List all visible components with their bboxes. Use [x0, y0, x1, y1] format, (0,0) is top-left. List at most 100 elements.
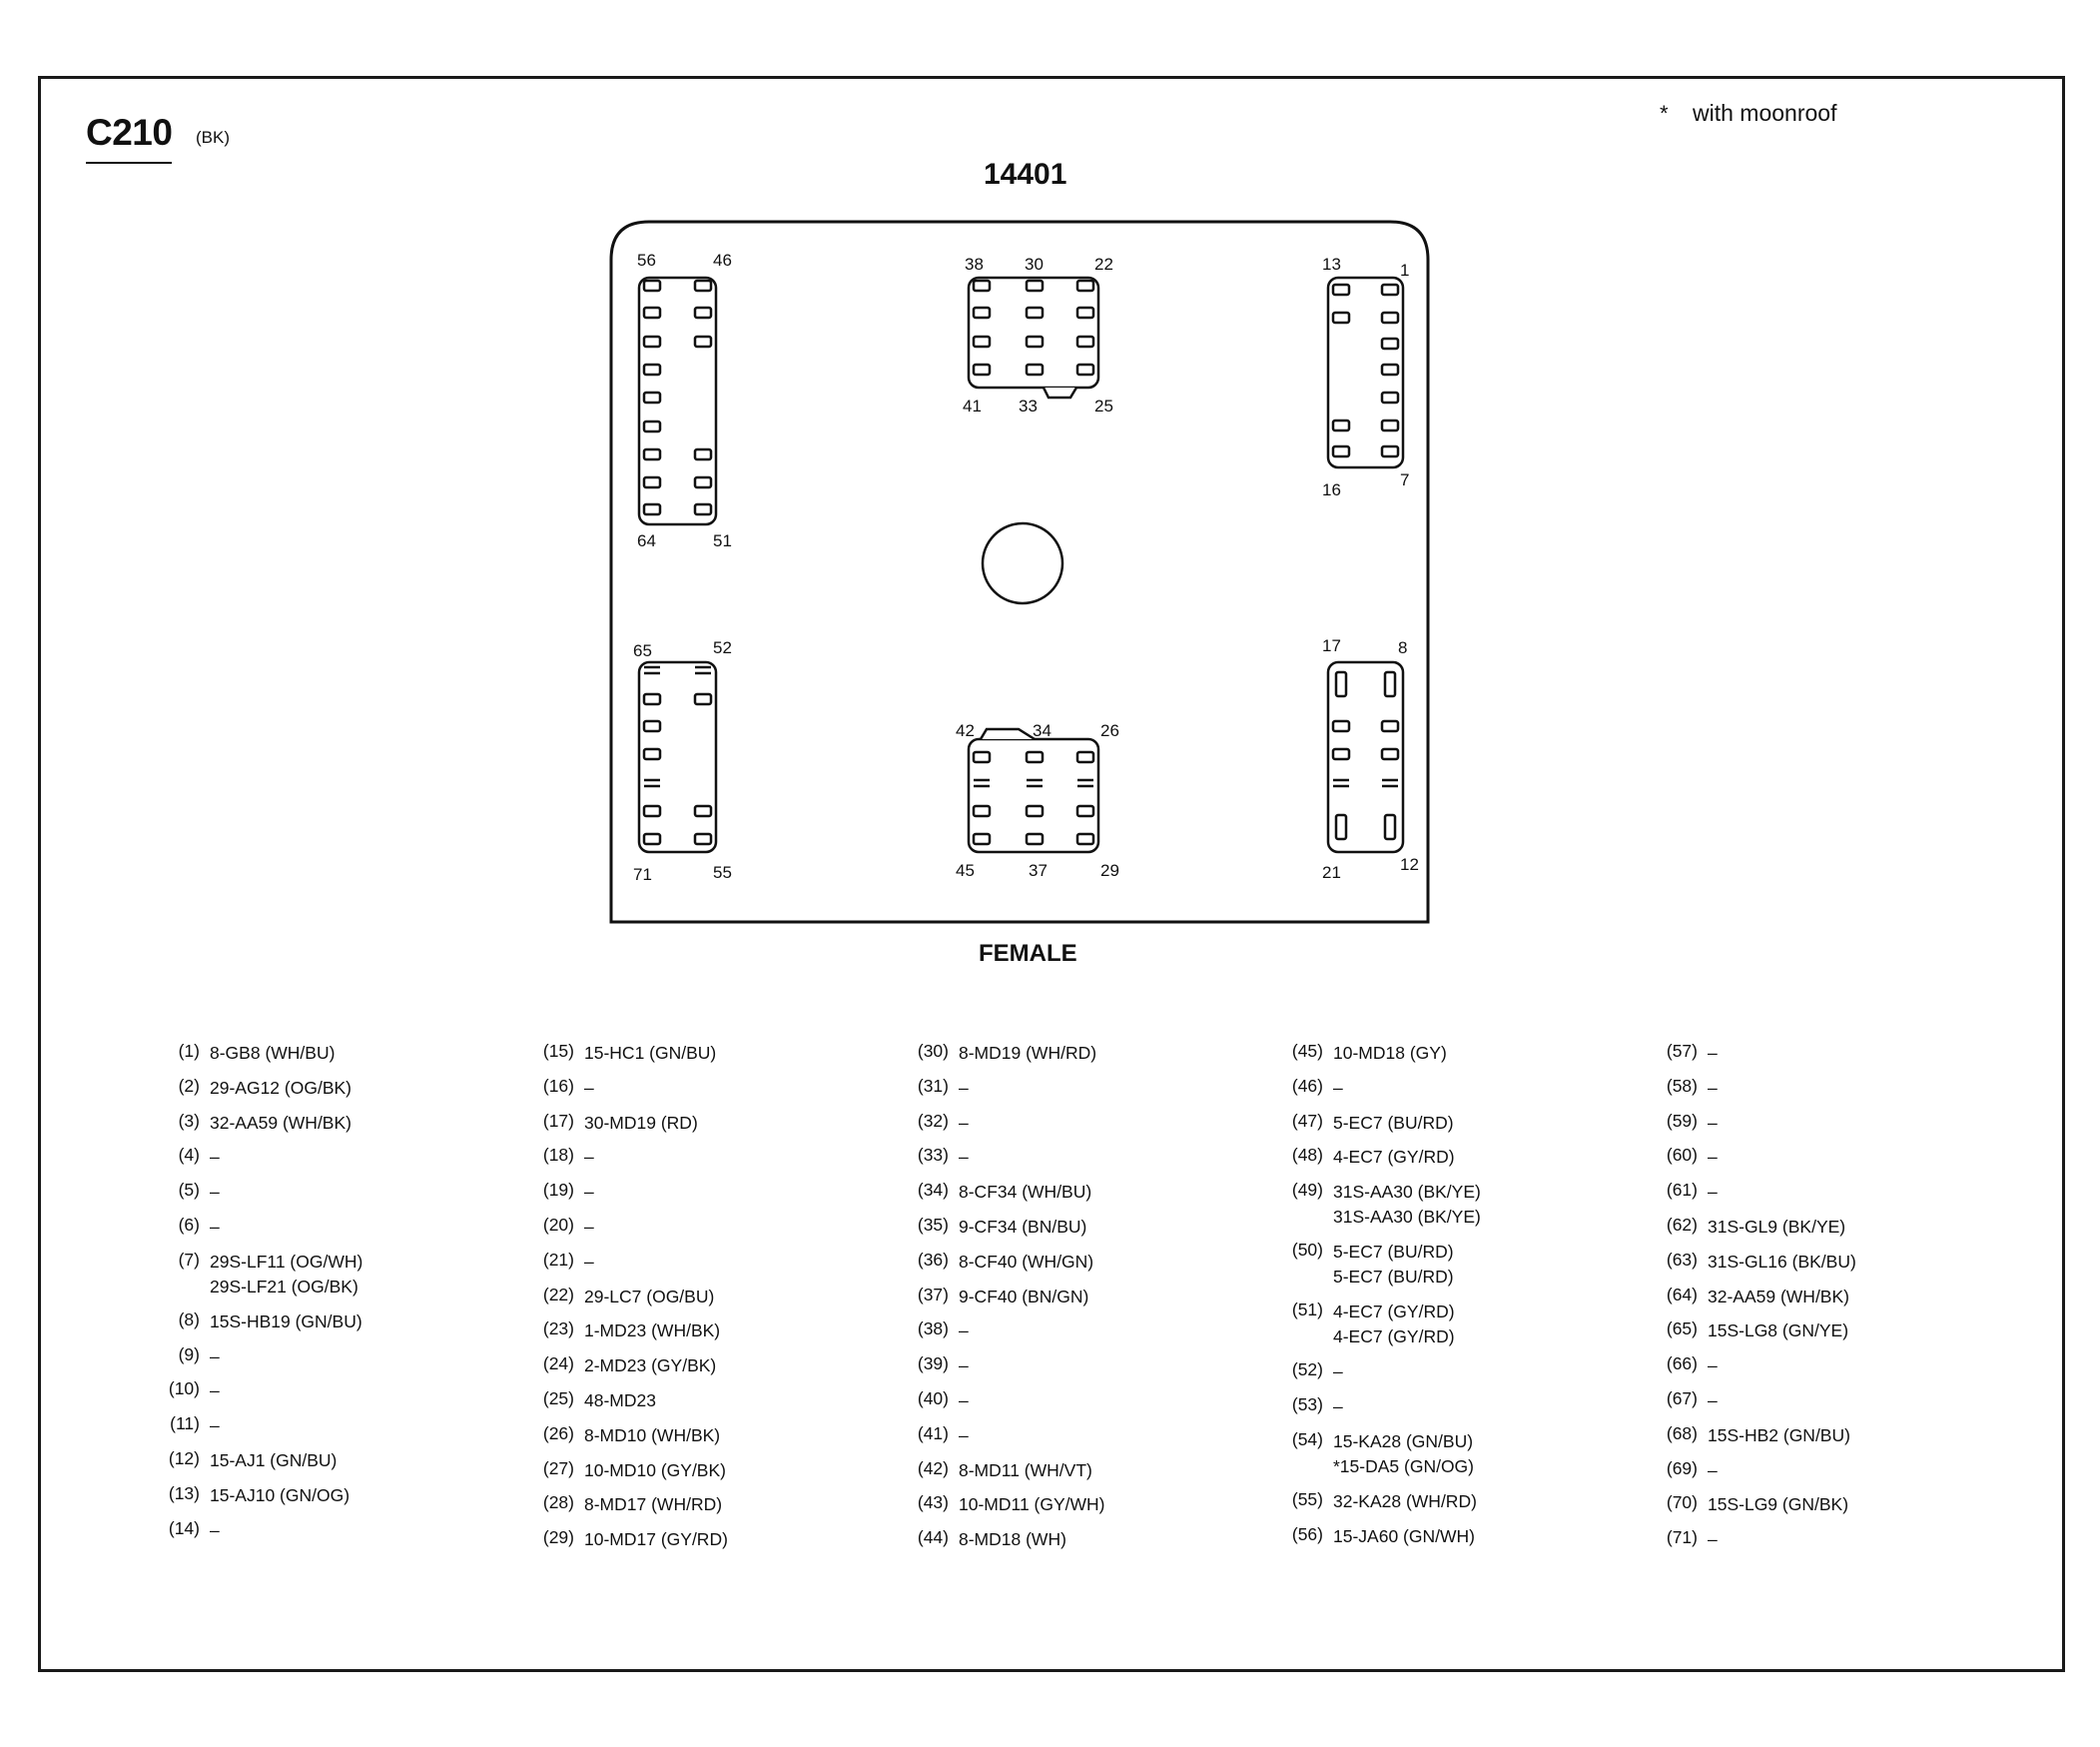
pin-row: (53)– — [1263, 1394, 1623, 1429]
pin-number: (11) — [170, 1413, 200, 1434]
circuit-line: 30-MD19 (RD) — [584, 1112, 698, 1133]
cavity-number: 25 — [1094, 397, 1113, 416]
pin-column: (30)8-MD19 (WH/RD)(31)–(32)–(33)–(34)8-C… — [889, 1041, 1248, 1562]
pin-row: (8)15S-HB19 (GN/BU) — [140, 1310, 499, 1344]
pin-slot — [1025, 832, 1045, 846]
pin-number: (33) — [917, 1145, 949, 1166]
pin-circuit: 31S-GL9 (BK/YE) — [1708, 1215, 1845, 1240]
circuit-line: 15-HC1 (GN/BU) — [584, 1043, 717, 1063]
circuit-line: 10-MD10 (GY/BK) — [584, 1459, 726, 1480]
pin-row: (51)4-EC7 (GY/RD)4-EC7 (GY/RD) — [1263, 1300, 1623, 1359]
pin-number: (49) — [1291, 1180, 1323, 1201]
pin-row: (64)32-AA59 (WH/BK) — [1638, 1285, 1997, 1319]
pin-circuit: – — [584, 1250, 594, 1275]
pin-circuit: 4-EC7 (GY/RD) — [1333, 1145, 1455, 1170]
pin-circuit: 32-AA59 (WH/BK) — [1708, 1285, 1849, 1310]
part-number: 14401 — [984, 158, 1067, 191]
circuit-line: 10-MD17 (GY/RD) — [584, 1529, 728, 1550]
pin-row: (50)5-EC7 (BU/RD)5-EC7 (BU/RD) — [1263, 1240, 1623, 1300]
cavity-number: 34 — [1033, 721, 1051, 740]
cavity-number: 13 — [1322, 255, 1341, 274]
pin-column: (15)15-HC1 (GN/BU)(16)–(17)30-MD19 (RD)(… — [514, 1041, 874, 1562]
pin-slot — [693, 335, 713, 349]
cavity-block-top-center — [967, 276, 1100, 390]
pin-slot — [1075, 832, 1095, 846]
pin-row: (34)8-CF34 (WH/BU) — [889, 1180, 1248, 1215]
pin-number: (15) — [542, 1041, 574, 1061]
pin-slot — [972, 363, 992, 377]
pin-slot — [642, 719, 662, 733]
pin-slot — [642, 335, 662, 349]
circuit-line: – — [210, 1345, 220, 1366]
pin-column: (57)–(58)–(59)–(60)–(61)–(62)31S-GL9 (BK… — [1638, 1041, 1997, 1562]
circuit-line: 15-JA60 (GN/WH) — [1333, 1525, 1475, 1546]
cavity-number: 16 — [1322, 480, 1341, 499]
pin-number: (7) — [178, 1249, 200, 1270]
pin-circuit: – — [1708, 1145, 1718, 1170]
pin-slot — [1380, 719, 1400, 733]
pin-slot — [1075, 750, 1095, 764]
pin-number: (31) — [917, 1075, 949, 1096]
pin-row: (46)– — [1263, 1076, 1623, 1111]
circuit-line: – — [1333, 1361, 1343, 1382]
circuit-line: – — [959, 1320, 969, 1341]
center-keyway — [981, 521, 1064, 605]
diagram-frame — [38, 76, 2065, 1672]
cavity-number: 7 — [1400, 470, 1409, 489]
pin-row: (66)– — [1638, 1353, 1997, 1388]
pin-circuit: – — [210, 1518, 220, 1543]
circuit-line: 9-CF34 (BN/BU) — [959, 1216, 1087, 1237]
cavity-number: 64 — [637, 531, 656, 550]
pin-row: (32)– — [889, 1111, 1248, 1146]
pin-row: (28)8-MD17 (WH/RD) — [514, 1492, 874, 1527]
pin-number: (51) — [1291, 1300, 1323, 1320]
pin-number: (36) — [917, 1249, 949, 1270]
pin-slot — [972, 750, 992, 764]
pin-circuit: 31S-GL16 (BK/BU) — [1708, 1250, 1856, 1275]
circuit-line: – — [1708, 1389, 1718, 1410]
pin-circuit: – — [210, 1344, 220, 1369]
pin-number: (19) — [542, 1180, 574, 1201]
pin-number: (71) — [1666, 1527, 1698, 1548]
pin-number: (17) — [542, 1110, 574, 1131]
pin-row: (56)15-JA60 (GN/WH) — [1263, 1524, 1623, 1559]
pin-row: (59)– — [1638, 1111, 1997, 1146]
pin-row: (42)8-MD11 (WH/VT) — [889, 1458, 1248, 1493]
pin-circuit: – — [210, 1378, 220, 1403]
pin-slot — [642, 804, 662, 818]
pin-slot — [1380, 419, 1400, 433]
circuit-line: – — [1708, 1459, 1718, 1480]
pin-number: (10) — [168, 1378, 200, 1399]
circuit-line: – — [959, 1077, 969, 1098]
pin-row: (14)– — [140, 1518, 499, 1553]
pin-slot — [1075, 306, 1095, 320]
pin-number: (5) — [178, 1180, 200, 1201]
cavity-number: 33 — [1019, 397, 1038, 416]
note-symbol: * — [1660, 101, 1669, 126]
circuit-line: – — [1708, 1355, 1718, 1376]
pin-number: (13) — [168, 1482, 200, 1503]
circuit-line: *15-DA5 (GN/OG) — [1333, 1455, 1474, 1476]
pin-circuit: 5-EC7 (BU/RD)5-EC7 (BU/RD) — [1333, 1240, 1454, 1290]
pin-number: (25) — [542, 1387, 574, 1408]
pin-row: (54)15-KA28 (GN/BU)*15-DA5 (GN/OG) — [1263, 1429, 1623, 1489]
pin-number: (4) — [178, 1145, 200, 1166]
circuit-line: 15S-HB2 (GN/BU) — [1708, 1424, 1850, 1445]
pin-row: (57)– — [1638, 1041, 1997, 1076]
pin-number: (55) — [1291, 1488, 1323, 1509]
pin-slot — [1025, 750, 1045, 764]
pin-slot — [642, 692, 662, 706]
circuit-line: – — [584, 1147, 594, 1168]
key-tab — [979, 727, 1036, 741]
pin-slot — [1025, 279, 1045, 293]
pin-circuit: 10-MD11 (GY/WH) — [959, 1492, 1105, 1517]
pin-row: (43)10-MD11 (GY/WH) — [889, 1492, 1248, 1527]
circuit-line: – — [210, 1519, 220, 1540]
cavity-number: 21 — [1322, 863, 1341, 882]
pin-circuit: – — [584, 1215, 594, 1240]
circuit-line: – — [1708, 1147, 1718, 1168]
circuit-line: 31S-GL16 (BK/BU) — [1708, 1251, 1856, 1272]
pin-number: (21) — [542, 1249, 574, 1270]
circuit-line: 8-MD11 (WH/VT) — [959, 1459, 1092, 1480]
circuit-line: 15S-LG9 (GN/BK) — [1708, 1494, 1849, 1515]
